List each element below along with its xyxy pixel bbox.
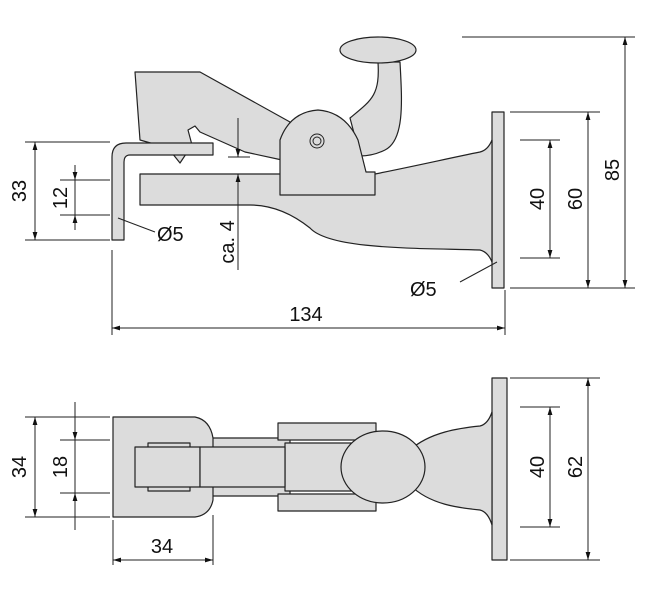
plunger-top <box>199 446 286 488</box>
pivot-bolt-icon <box>309 133 325 149</box>
dim-60: 60 <box>565 188 587 210</box>
dim-hole-diameter: Ø5 <box>410 279 437 301</box>
handle-knob <box>339 36 417 64</box>
wall-flange <box>491 111 505 289</box>
wall-flange-top <box>491 377 508 561</box>
hook-pin <box>111 142 214 241</box>
dim-40-top: 40 <box>527 456 549 478</box>
dim-33: 33 <box>9 180 31 202</box>
dimension-lines-top <box>25 377 600 565</box>
handle-knob-top <box>340 430 426 504</box>
dim-34-horizontal: 34 <box>151 536 173 558</box>
pivot-block <box>279 109 376 196</box>
body-top <box>409 411 493 526</box>
body <box>139 139 493 263</box>
dim-62: 62 <box>565 456 587 478</box>
dim-34-vertical: 34 <box>9 456 31 478</box>
dim-18: 18 <box>50 456 72 478</box>
dim-85: 85 <box>602 159 624 181</box>
dim-12: 12 <box>50 187 72 209</box>
dimension-lines <box>25 36 635 335</box>
dim-pin-diameter: Ø5 <box>157 224 184 246</box>
dim-134: 134 <box>289 304 322 326</box>
dim-gap: ca. 4 <box>217 220 239 263</box>
side-view: 33 12 Ø5 ca. 4 134 Ø5 40 60 85 <box>9 36 635 335</box>
top-view: 34 18 34 40 62 <box>9 377 600 565</box>
hook-inner-top <box>134 446 201 488</box>
dim-40: 40 <box>527 188 549 210</box>
handle-stem <box>349 61 403 157</box>
